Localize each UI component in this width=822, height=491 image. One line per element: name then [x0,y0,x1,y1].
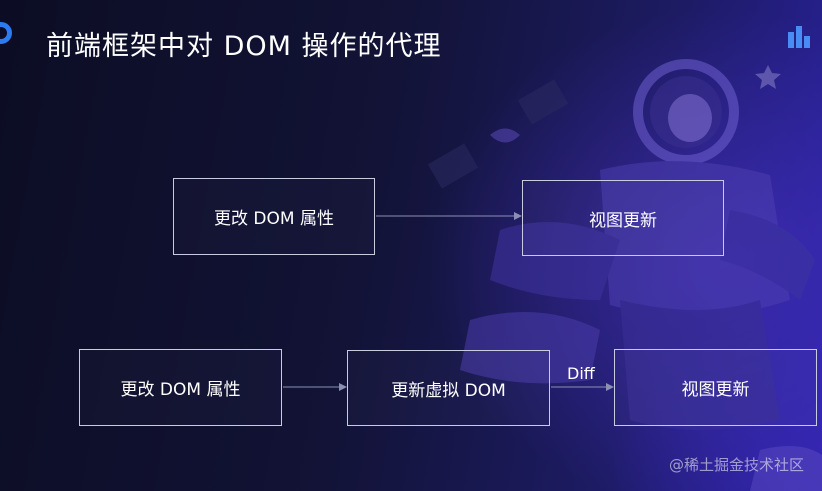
watermark: @稀土掘金技术社区 [668,456,804,474]
row2-source-box: 更改 DOM 属性 [79,349,282,426]
row1-source-box: 更改 DOM 属性 [173,178,375,255]
row2-target-label: 视图更新 [681,380,750,400]
row2-source-label: 更改 DOM 属性 [120,380,241,400]
row1-source-label: 更改 DOM 属性 [214,209,334,229]
logo-bars-icon [788,26,810,48]
diff-label: Diff [567,364,595,383]
row2-middle-box: 更新虚拟 DOM [347,350,550,426]
row1-target-label: 视图更新 [589,210,657,231]
row2-target-box: 视图更新 [614,349,817,426]
logo-ring-icon [0,22,12,44]
row2-middle-label: 更新虚拟 DOM [391,380,506,401]
page-title: 前端框架中对 DOM 操作的代理 [46,31,442,62]
row1-target-box: 视图更新 [522,180,724,256]
